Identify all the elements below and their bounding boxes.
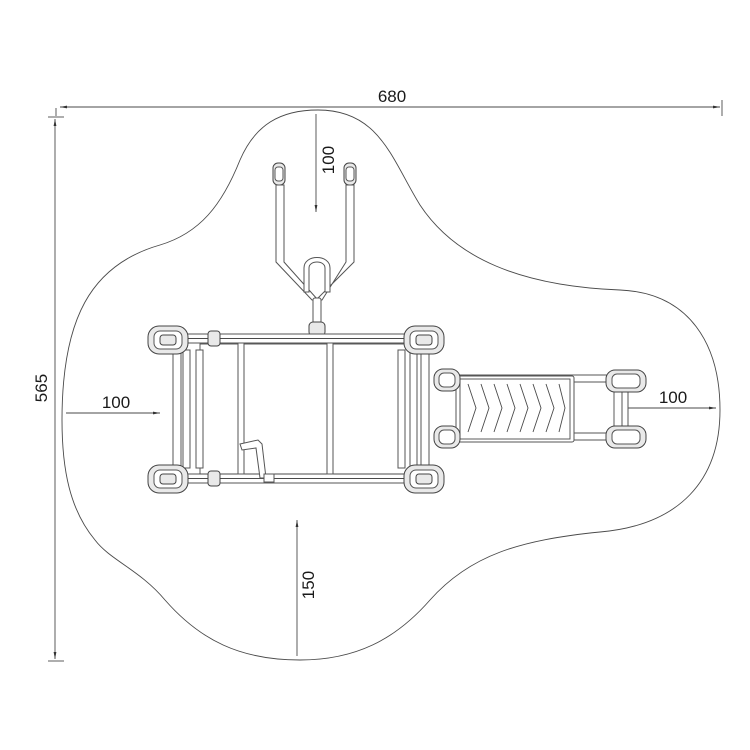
safety-zone-outline (61, 109, 721, 661)
foot-pad-bottom-right (403, 464, 445, 494)
overall-width-label: 680 (378, 87, 406, 106)
overall-height-dimension: 565 (32, 116, 64, 662)
foot-pad-top-left (147, 325, 189, 355)
clearance-left-label: 100 (102, 393, 130, 412)
overall-height-label: 565 (32, 374, 51, 402)
overall-width-dimension: 680 (55, 87, 723, 116)
foot-pad-top-right (403, 325, 445, 355)
bench-chevron-pattern (467, 383, 566, 433)
bench-assembly (433, 368, 647, 449)
clearance-right-dimension: 100 (628, 388, 716, 410)
handlebar-assembly (272, 162, 357, 337)
main-frame (172, 330, 433, 487)
clearance-top-dimension: 100 (314, 114, 338, 212)
clearance-bottom-dimension: 150 (295, 520, 318, 656)
clearance-left-dimension: 100 (66, 393, 160, 415)
clearance-bottom-label: 150 (299, 571, 318, 599)
foot-pad-bottom-left (147, 464, 189, 494)
clearance-top-label: 100 (319, 146, 338, 174)
clearance-right-label: 100 (659, 388, 687, 407)
